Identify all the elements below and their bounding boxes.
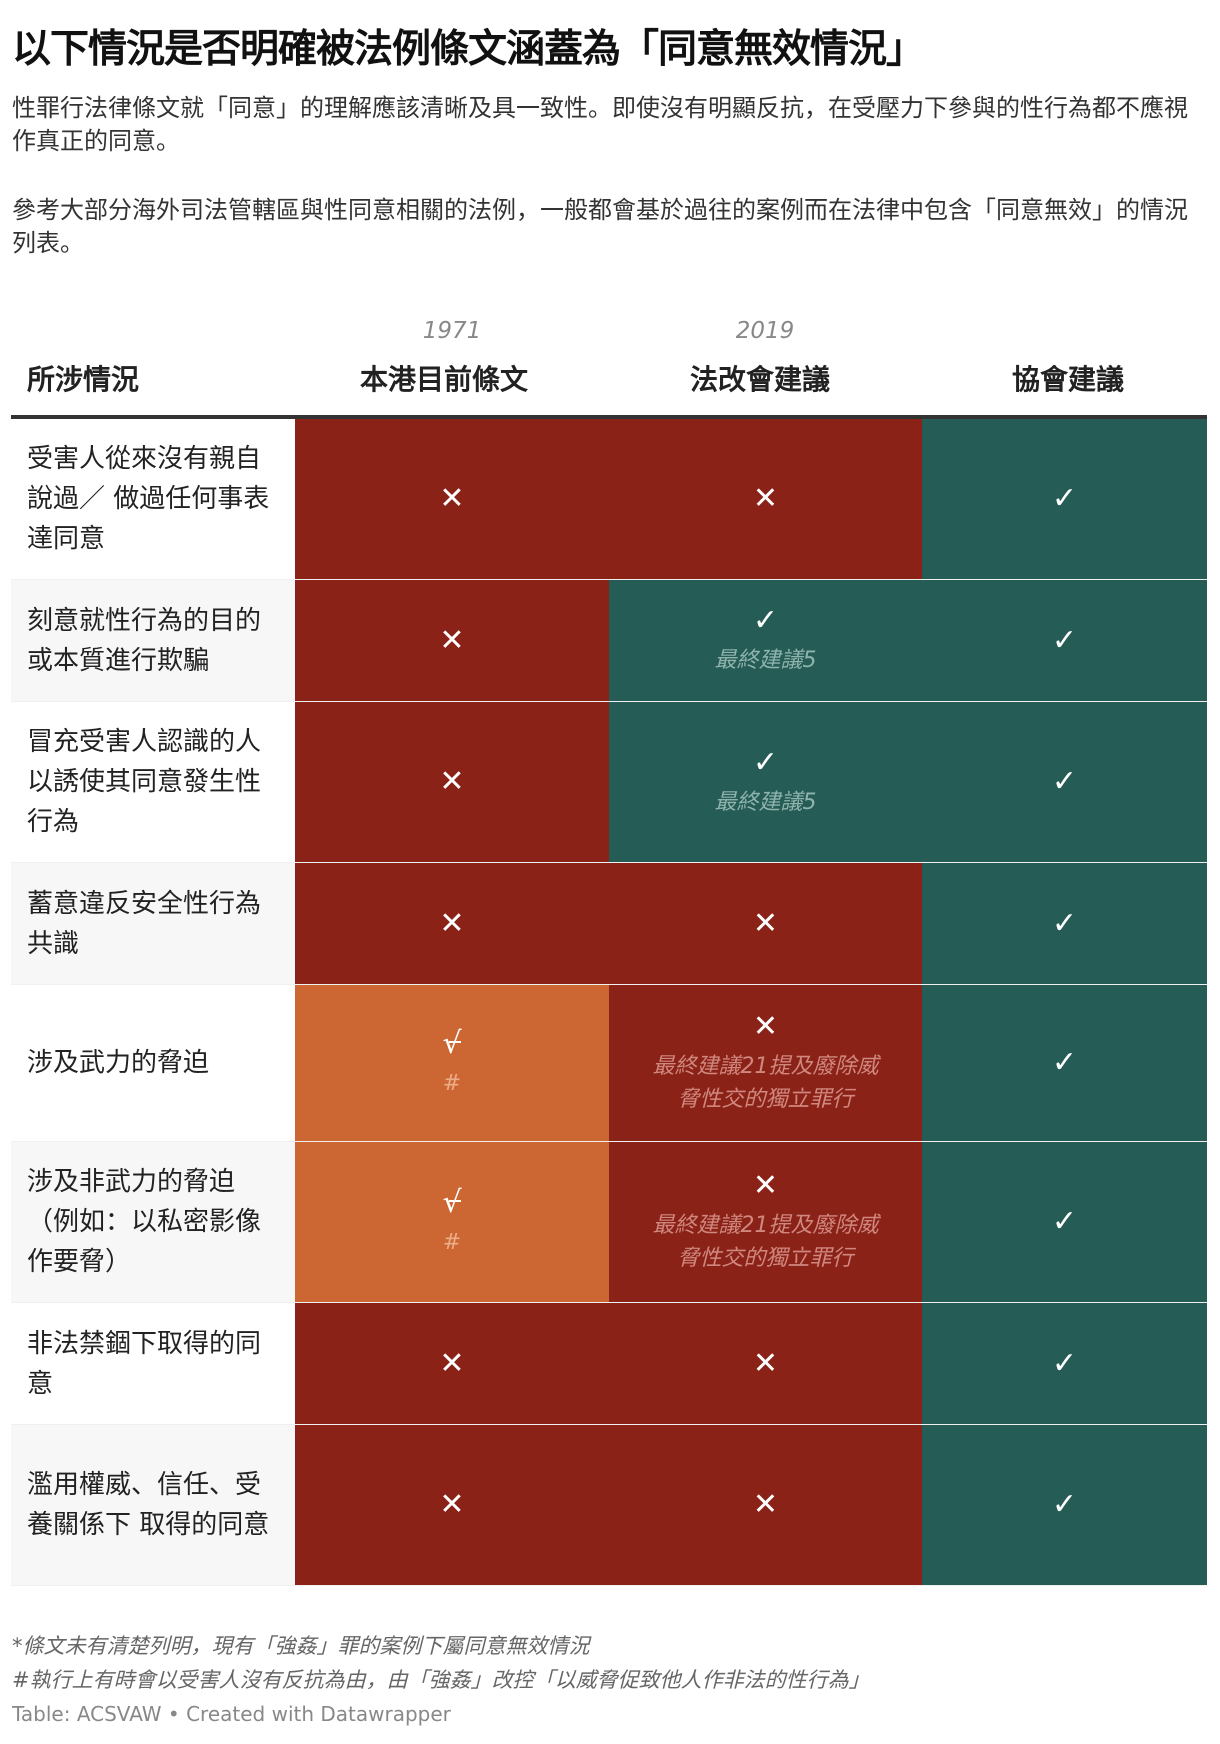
- table-row: 濫用權威、信任、受養關係下 取得的同意 ✕ ✕ ✓: [11, 1425, 1207, 1586]
- table-row: 蓄意違反安全性行為共識 ✕ ✕ ✓: [11, 863, 1207, 985]
- description-paragraph-1: 性罪行法律條文就「同意」的理解應該清晰及具一致性。即使沒有明顯反抗，在受壓力下參…: [12, 94, 1188, 155]
- cell-current-no: ✕: [295, 1425, 609, 1585]
- footnote-asterisk: *條文未有清楚列明，現有「強姦」罪的案例下屬同意無效情況: [12, 1634, 590, 1658]
- cell-note: #: [442, 1229, 462, 1255]
- cell-current-no: ✕: [295, 580, 609, 701]
- partial-check-icon: √: [442, 1184, 462, 1220]
- situation-label: 冒充受害人認識的人 以誘使其同意發生性行為: [27, 727, 262, 837]
- table-row: 非法禁錮下取得的同意 ✕ ✕ ✓: [11, 1303, 1207, 1425]
- situation-label: 刻意就性行為的目的或本質進行欺騙: [11, 580, 295, 701]
- partial-check-icon: √: [442, 1025, 462, 1061]
- cell-assoc-yes: ✓: [922, 419, 1207, 579]
- cell-current-no: ✕: [295, 1303, 609, 1424]
- cell-current-no: ✕: [295, 702, 609, 862]
- cell-note: 最終建議21提及廢除威脅性交的獨立罪行: [652, 1054, 879, 1112]
- situation-label: 涉及非武力的脅迫（例如：以私密影像作要脅）: [11, 1142, 295, 1302]
- cross-icon: ✕: [752, 1345, 779, 1381]
- situation-label: 受害人從來沒有親自說過／ 做過任何事表達同意: [27, 444, 270, 554]
- consent-table: 受害人從來沒有親自說過／ 做過任何事表達同意✕✕✓刻意就性行為的目的或本質進行欺…: [11, 419, 1207, 1586]
- cross-icon: ✕: [439, 1345, 465, 1381]
- cell-assoc-yes: ✓: [922, 1425, 1207, 1585]
- cell-assoc-yes: ✓: [922, 863, 1207, 984]
- table-row: 刻意就性行為的目的或本質進行欺騙 ✕ ✓ 最終建議5 ✓: [11, 580, 1207, 702]
- source-credit: Table: ACSVAW • Created with Datawrapper: [12, 1702, 451, 1726]
- cross-icon: ✕: [439, 764, 465, 799]
- check-icon: ✓: [1051, 1345, 1078, 1381]
- cell-lrc-no: ✕ 最終建議21提及廢除威脅性交的獨立罪行: [609, 985, 922, 1141]
- check-icon: ✓: [1051, 481, 1078, 516]
- cell-lrc-no: ✕: [609, 863, 922, 984]
- situation-label: 涉及武力的脅迫: [27, 1048, 210, 1078]
- table-row: 涉及武力的脅迫√#✕最終建議21提及廢除威脅性交的獨立罪行✓: [11, 985, 1207, 1142]
- cell-current-no: ✕: [295, 863, 609, 984]
- check-icon: ✓: [1051, 622, 1078, 658]
- check-icon: ✓: [1051, 1204, 1078, 1239]
- column-header-situation: 所涉情況: [27, 363, 140, 396]
- cell-current-no: ✕: [295, 419, 609, 579]
- check-icon: ✓: [752, 603, 779, 638]
- cross-icon: ✕: [439, 622, 465, 658]
- cell-assoc-yes: ✓: [922, 985, 1207, 1141]
- cell-note: 最終建議21提及廢除威脅性交的獨立罪行: [652, 1213, 879, 1271]
- column-header-association: 協會建議: [1012, 363, 1125, 396]
- check-icon: ✓: [1051, 1487, 1078, 1522]
- column-header-lrc: 法改會建議: [690, 363, 831, 396]
- table-row: 冒充受害人認識的人 以誘使其同意發生性行為 ✕ ✓ 最終建議5 ✓: [11, 702, 1207, 863]
- cross-icon: ✕: [752, 481, 779, 516]
- cell-assoc-yes: ✓: [922, 1303, 1207, 1424]
- cell-note: 最終建議5: [714, 648, 817, 673]
- cross-icon: ✕: [439, 1487, 465, 1522]
- page-title: 以下情況是否明確被法例條文涵蓋為「同意無效情況」: [12, 27, 925, 72]
- situation-label: 蓄意違反安全性行為共識: [11, 863, 295, 984]
- cell-lrc-no: ✕ 最終建議21提及廢除威脅性交的獨立罪行: [609, 1142, 922, 1302]
- cell-assoc-yes: ✓: [922, 1142, 1207, 1302]
- cross-icon: ✕: [439, 905, 465, 941]
- check-icon: ✓: [752, 744, 779, 780]
- cross-icon: ✕: [752, 1168, 779, 1203]
- cell-assoc-yes: ✓: [922, 580, 1207, 701]
- cell-current-partial: √#: [295, 985, 609, 1141]
- cell-lrc-no: ✕: [609, 1303, 922, 1424]
- footnote-hash: #執行上有時會以受害人沒有反抗為由，由「強姦」改控「以威脅促致他人作非法的性行為…: [12, 1668, 870, 1692]
- table-row: 涉及非武力的脅迫（例如：以私密影像作要脅）√#✕最終建議21提及廢除威脅性交的獨…: [11, 1142, 1207, 1303]
- cell-lrc-yes: ✓ 最終建議5: [609, 702, 922, 862]
- cell-note: #: [442, 1070, 462, 1096]
- header-divider: [11, 415, 1207, 419]
- cell-lrc-yes: ✓ 最終建議5: [609, 580, 922, 701]
- column-header-current: 本港目前條文: [360, 363, 529, 396]
- cell-current-partial: √#: [295, 1142, 609, 1302]
- cell-lrc-no: ✕: [609, 1425, 922, 1585]
- column-year-current: 1971: [422, 318, 482, 344]
- table-row: 受害人從來沒有親自說過／ 做過任何事表達同意 ✕ ✕ ✓: [11, 419, 1207, 580]
- cross-icon: ✕: [752, 1009, 779, 1044]
- check-icon: ✓: [1051, 764, 1078, 799]
- cross-icon: ✕: [439, 481, 465, 516]
- description-paragraph-2: 參考大部分海外司法管轄區與性同意相關的法例，一般都會基於過往的案例而在法律中包含…: [12, 196, 1188, 257]
- cross-icon: ✕: [752, 1487, 779, 1522]
- check-icon: ✓: [1051, 905, 1078, 941]
- check-icon: ✓: [1051, 1045, 1078, 1080]
- situation-label: 濫用權威、信任、受養關係下 取得的同意: [11, 1425, 295, 1585]
- situation-label: 非法禁錮下取得的同意: [27, 1328, 262, 1399]
- cell-lrc-no: ✕: [609, 419, 922, 579]
- cell-note: 最終建議5: [714, 789, 817, 815]
- column-year-lrc: 2019: [735, 318, 795, 344]
- cross-icon: ✕: [752, 905, 779, 941]
- cell-assoc-yes: ✓: [922, 702, 1207, 862]
